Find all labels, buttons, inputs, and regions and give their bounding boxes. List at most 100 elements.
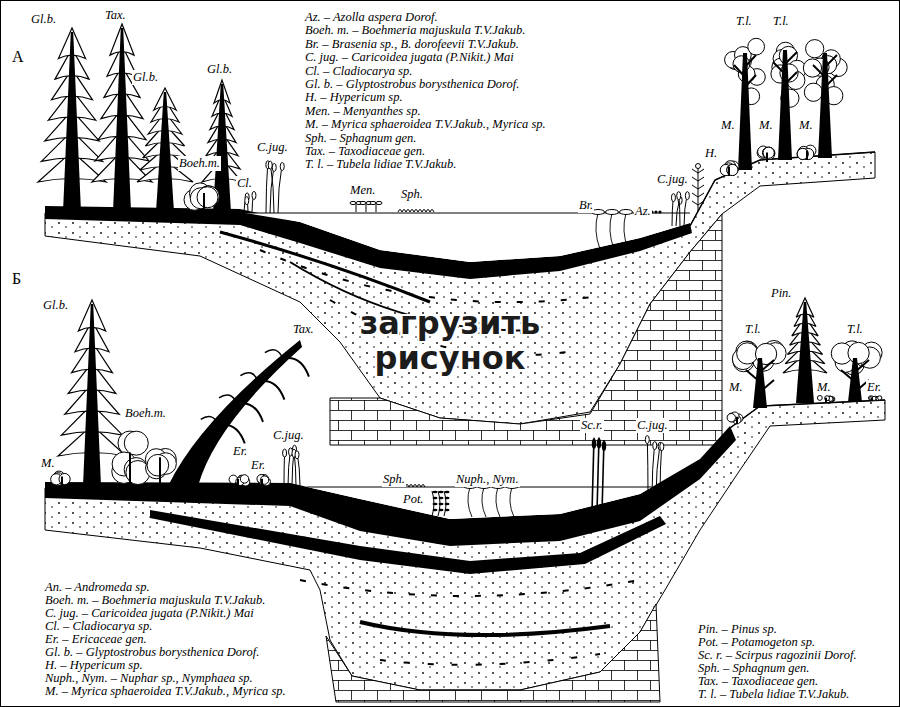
plant-label: M.: [728, 380, 744, 395]
plant-leaf: [445, 503, 450, 505]
broadleaf-tree: [771, 42, 806, 160]
shrub-stem: [728, 166, 730, 176]
sedge-fruit: [268, 161, 272, 169]
tree-branch: [760, 360, 774, 372]
shrub-leaf: [727, 164, 738, 175]
plant-stem: [596, 213, 600, 249]
tree-branch: [841, 370, 855, 382]
sedge-fruit: [677, 192, 681, 200]
plant-label: C.jug.: [272, 428, 305, 443]
reed-spike: [592, 439, 596, 449]
legend-line: Sph. – Sphagnum gen.: [305, 131, 416, 146]
sedge-fruit: [645, 436, 649, 444]
shrub-stem: [871, 397, 873, 401]
plant-label: T.l.: [772, 14, 790, 29]
plant-label: M.: [798, 118, 814, 133]
legend-line: Az. – Azolla aspera Dorof.: [305, 10, 438, 25]
sedge: [283, 445, 300, 486]
moss: [398, 210, 434, 213]
shrub-leaf: [59, 473, 70, 484]
sedge-stem: [652, 443, 655, 496]
tree-trunk: [156, 92, 174, 212]
plant-label: Sph.: [400, 187, 424, 202]
legend-line: Boeh. m. – Boehmeria majuskula T.V.Jakub…: [305, 23, 525, 38]
sedge-fruit: [660, 443, 664, 451]
water-plant: [432, 491, 450, 516]
shrub: [51, 471, 70, 486]
plant-leaf: [692, 185, 704, 189]
tree-trunk: [113, 28, 131, 212]
shrub-stem: [237, 479, 239, 486]
plant-label: Nuph., Nym.: [455, 472, 520, 487]
shrub-leaf: [797, 148, 808, 159]
tree-trunk: [778, 50, 792, 160]
sedge-fruit: [671, 194, 675, 202]
plant-label: Tax.: [104, 8, 127, 23]
tree-crown: [804, 83, 822, 101]
tree-branch: [785, 72, 797, 84]
legend-line: Pin. – Pinus sp.: [698, 622, 777, 637]
legend-line: Men. – Menyanthes sp.: [305, 104, 421, 119]
plant-stem: [468, 487, 472, 517]
sedge-stem: [278, 164, 282, 213]
sedge-fruit: [295, 451, 299, 459]
sedge: [645, 436, 664, 496]
tree-trunk: [63, 32, 81, 212]
plant-label: Gl.b.: [206, 62, 233, 77]
peat-layer: [45, 206, 692, 279]
shrub-leaf: [198, 186, 219, 207]
legend-line: Nuph., Nym. – Nuphar sp., Nymphaea sp.: [45, 671, 253, 686]
tree-branch: [258, 381, 284, 400]
plant-leaf: [376, 201, 382, 204]
legend-line: Tax. – Taxodiaceae gen.: [305, 144, 425, 159]
shrub-stem: [61, 476, 63, 486]
shrub-leaf: [147, 454, 169, 476]
plant-label: Boeh.m.: [124, 406, 167, 421]
tree-branch: [265, 350, 283, 359]
plant-leaf: [439, 497, 444, 499]
plant-label: M.: [720, 118, 736, 133]
tree-branch: [773, 62, 785, 74]
tree-branch: [745, 55, 756, 67]
lake-water: [307, 487, 652, 519]
legend-line: Boeh. m. – Boehmeria majuskula T.V.Jakub…: [45, 593, 265, 608]
plant-leaf: [445, 509, 450, 511]
sedge-fruit: [283, 449, 287, 457]
shrub: [797, 145, 816, 160]
plant-leaf: [439, 491, 444, 493]
legend-line: Cl. – Cladiocarya sp.: [305, 64, 412, 79]
tree-branch: [237, 403, 263, 422]
peat-lens: [360, 622, 610, 635]
conifer-tree: [92, 24, 152, 212]
shrub: [184, 183, 219, 211]
sedge-stem: [656, 443, 660, 496]
lake-water: [245, 213, 690, 262]
azolla-frond: [654, 210, 657, 213]
bank-line: [690, 152, 875, 226]
plant-stem: [610, 213, 614, 249]
sedge-stem: [647, 437, 649, 496]
shrub: [868, 396, 881, 401]
tree-branch: [825, 55, 837, 67]
tree-crown: [806, 40, 824, 58]
plant-label: T.l.: [735, 14, 753, 29]
plant-leaf: [433, 503, 438, 505]
plant-label: C.jug.: [256, 140, 289, 155]
shrub: [817, 395, 834, 402]
shrub-stem: [766, 152, 768, 162]
plant-label: Pot.: [402, 492, 424, 507]
plant-label: Boeh.m.: [178, 156, 221, 171]
plant-stem: [356, 204, 357, 212]
plant-label: Gl.b.: [132, 70, 159, 85]
broadleaf-tree: [732, 341, 786, 408]
floating-leaf: [620, 210, 633, 215]
plant-leaf: [433, 491, 438, 493]
plant-label: Gl.b.: [30, 12, 57, 27]
shrub-leaf: [797, 148, 808, 159]
reed-stem: [597, 437, 599, 512]
plant-label: Er.: [232, 444, 248, 459]
legend-line: Gl. b. – Glyptostrobus borysthenica Doro…: [305, 77, 519, 92]
broadleaf-tree: [803, 40, 847, 158]
leaning-taxodium: [168, 340, 309, 486]
